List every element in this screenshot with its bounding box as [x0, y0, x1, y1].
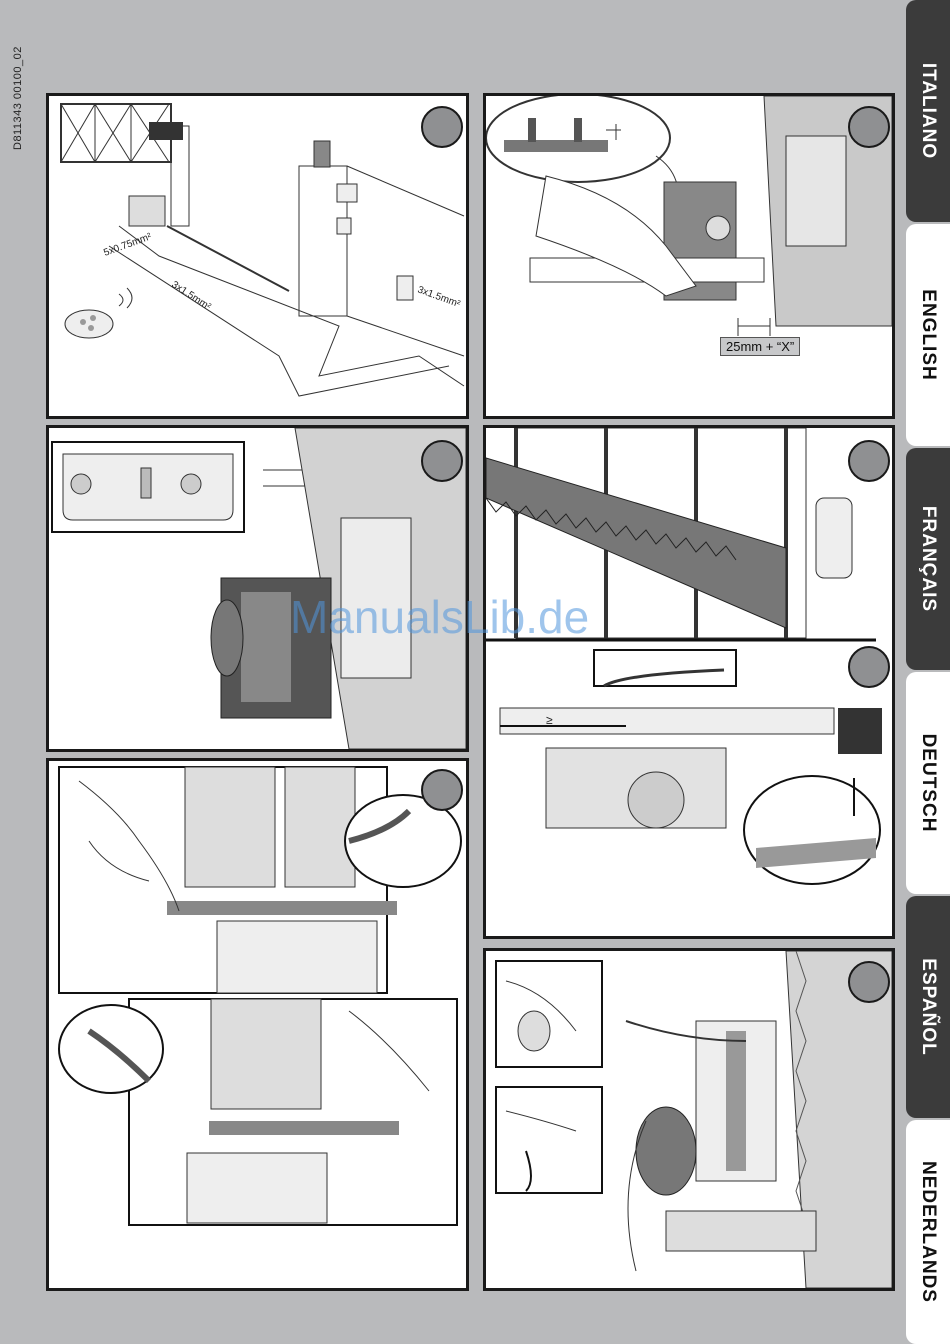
language-tab-deutsch[interactable]: DEUTSCH — [906, 672, 950, 894]
step-number-circle — [421, 106, 463, 148]
document-code: D811343 00100_02 — [12, 46, 24, 150]
base-plate-drawing — [486, 96, 892, 416]
motor-mounting-drawing — [49, 428, 466, 749]
watermark: ManualsLib.de — [290, 590, 589, 644]
language-tab-label: DEUTSCH — [917, 734, 939, 833]
rack-mounting-drawing: ≥ — [486, 428, 892, 936]
panel-cover-release — [46, 758, 469, 1291]
cable-label-3x15-ground: 3x1.5mm² — [169, 279, 213, 313]
language-tab-label: ESPAÑOL — [917, 958, 939, 1055]
dimension-label: 25mm + “X” — [720, 337, 800, 356]
cover-release-drawing — [49, 761, 466, 1288]
step-number-circle — [848, 440, 890, 482]
language-tab-label: ENGLISH — [917, 289, 939, 380]
language-tab-italiano[interactable]: ITALIANO — [906, 0, 950, 222]
panel-wiring — [483, 948, 895, 1291]
language-tab-nederlands[interactable]: NEDERLANDS — [906, 1120, 950, 1344]
step-number-circle — [421, 769, 463, 811]
language-tab-label: ITALIANO — [917, 63, 939, 159]
wiring-drawing — [486, 951, 892, 1288]
step-number-circle-2 — [848, 646, 890, 688]
language-tab-espanol[interactable]: ESPAÑOL — [906, 896, 950, 1118]
language-tab-english[interactable]: ENGLISH — [906, 224, 950, 446]
step-number-circle — [421, 440, 463, 482]
language-tab-francais[interactable]: FRANÇAIS — [906, 448, 950, 670]
language-tab-label: FRANÇAIS — [917, 506, 939, 612]
greater-equal-symbol: ≥ — [546, 713, 553, 727]
panel-base-plate: 25mm + “X” — [483, 93, 895, 419]
cable-label-3x15-wall: 3x1.5mm² — [416, 284, 462, 310]
panel-site-overview: 5x0.75mm² 3x1.5mm² 3x1.5mm² — [46, 93, 469, 419]
site-overview-drawing: 5x0.75mm² 3x1.5mm² 3x1.5mm² — [49, 96, 466, 416]
language-tabs: ITALIANO ENGLISH FRANÇAIS DEUTSCH ESPAÑO… — [906, 0, 950, 1344]
step-number-circle — [848, 961, 890, 1003]
panel-motor-mounting — [46, 425, 469, 752]
step-number-circle — [848, 106, 890, 148]
language-tab-label: NEDERLANDS — [917, 1161, 939, 1303]
cable-label-5x075: 5x0.75mm² — [102, 231, 153, 259]
panel-rack-mounting: ≥ — [483, 425, 895, 939]
